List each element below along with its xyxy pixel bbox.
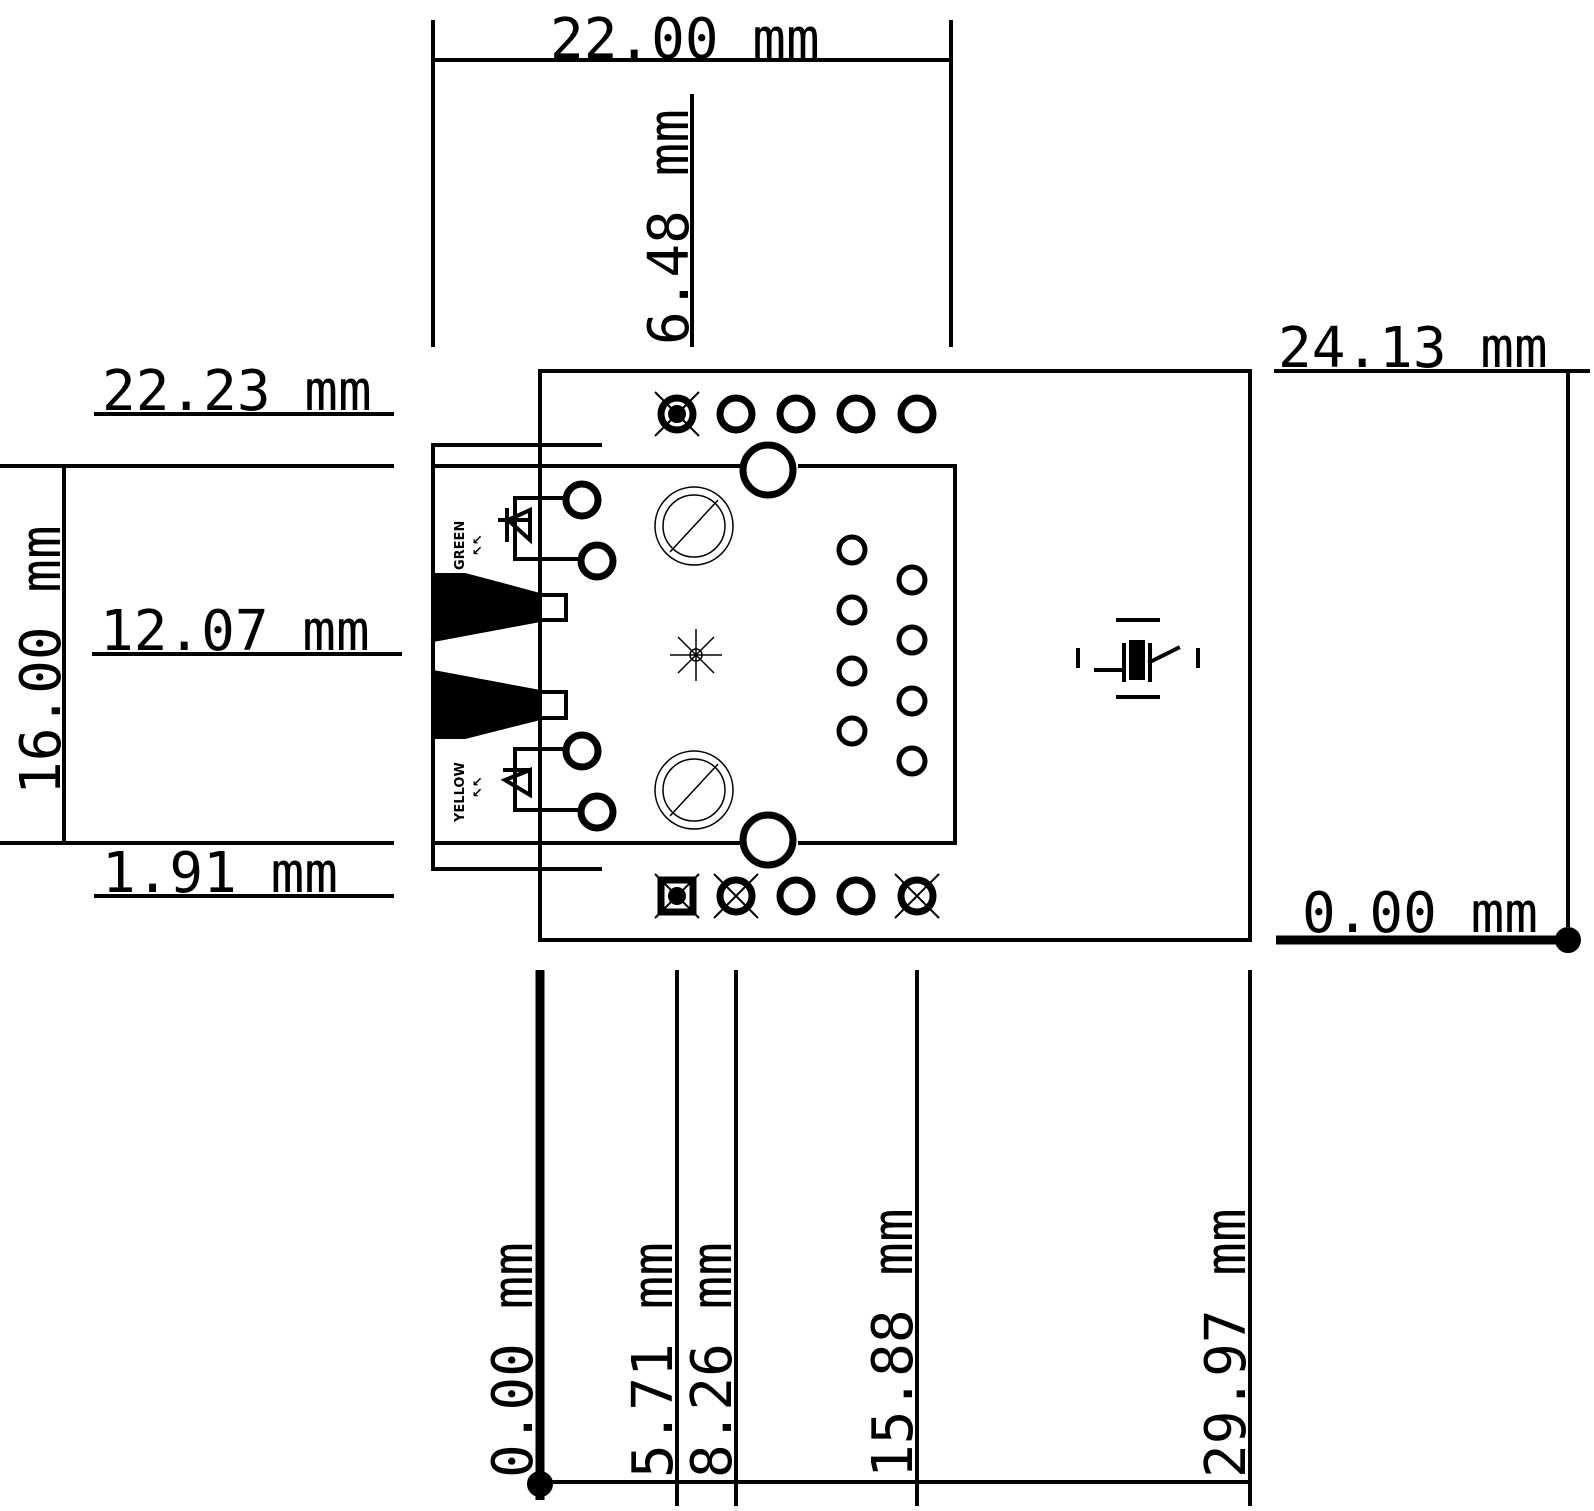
signal-pin <box>896 564 928 596</box>
right-top-label: 24.13 mm <box>1278 316 1548 381</box>
led-yellow-label: YELLOW <box>453 762 468 823</box>
bottom-edge-label: 29.97 mm <box>1194 1208 1259 1478</box>
latch-tab-top-outline <box>430 573 568 643</box>
alignment-post-bottom-slash <box>669 763 719 817</box>
left-dimension-group: 22.23 mm 16.00 mm 12.07 mm 1.91 mm <box>0 359 402 906</box>
led-green-pad-2 <box>577 541 617 581</box>
left-overall-label: 22.23 mm <box>102 359 372 424</box>
signal-pin <box>836 715 868 747</box>
center-origin-mark <box>670 629 722 681</box>
left-center-label: 12.07 mm <box>100 599 370 664</box>
led-yellow-pad-2 <box>577 792 617 832</box>
led-green-pad-1 <box>562 480 602 520</box>
jack-housing-outline <box>431 464 957 845</box>
bottom-dimension-group: 0.00 mm 5.71 mm 8.26 mm 15.88 mm 29.97 m… <box>481 970 1259 1506</box>
alignment-post-top-inner <box>662 494 726 558</box>
bottom-pin1-label: 5.71 mm <box>621 1242 686 1478</box>
header-pin-top <box>836 394 876 434</box>
alignment-post-top-outer <box>654 486 734 566</box>
mount-hole-top <box>739 441 797 499</box>
crystal-symbol-icon <box>1076 618 1200 699</box>
top-offset-label: 6.48 mm <box>637 109 702 345</box>
bottom-origin-label: 0.00 mm <box>481 1242 546 1478</box>
left-height-label: 16.00 mm <box>9 525 74 795</box>
alignment-post-bottom-outer <box>654 750 734 830</box>
right-origin-label: 0.00 mm <box>1302 881 1538 946</box>
latch-tab-bottom-outline <box>430 669 568 739</box>
header-pin-top <box>776 394 816 434</box>
rj45-jack: GREEN YELLOW ↖↖ ↖↖ <box>430 441 957 871</box>
top-width-label: 22.00 mm <box>550 7 820 72</box>
board-outline <box>538 369 1252 942</box>
right-origin-dot <box>1555 927 1581 953</box>
alignment-post-top-slash <box>669 499 719 553</box>
header-pin-top <box>716 394 756 434</box>
led-green-icon <box>498 496 583 561</box>
header-top-row <box>654 391 937 437</box>
right-dimension-group: 24.13 mm 0.00 mm <box>1274 316 1590 953</box>
bottom-pin3-label: 15.88 mm <box>861 1208 926 1478</box>
bottom-pin2-label: 8.26 mm <box>680 1242 745 1478</box>
mount-hole-bottom <box>739 811 797 869</box>
led-yellow-rays: ↖↖ <box>471 776 486 798</box>
header-bottom-row <box>654 873 940 919</box>
led-yellow-pad-1 <box>562 731 602 771</box>
alignment-post-bottom-inner <box>662 758 726 822</box>
header-pin-bottom <box>836 876 876 916</box>
signal-pin <box>836 594 868 626</box>
led-green-label: GREEN <box>453 521 468 570</box>
signal-pin <box>896 624 928 656</box>
signal-pin <box>896 745 928 777</box>
signal-pin <box>896 685 928 717</box>
signal-pin <box>836 534 868 566</box>
bottom-origin-dot <box>527 1471 553 1497</box>
signal-pin <box>836 655 868 687</box>
led-yellow-icon <box>500 747 583 812</box>
rj45-signal-pins <box>836 534 928 777</box>
left-bottom-label: 1.91 mm <box>102 841 338 906</box>
header-pin-top <box>897 394 937 434</box>
header-pin-bottom <box>776 876 816 916</box>
led-green-rays: ↖↖ <box>471 534 486 556</box>
top-dimension-group: 22.00 mm 6.48 mm <box>431 7 953 347</box>
